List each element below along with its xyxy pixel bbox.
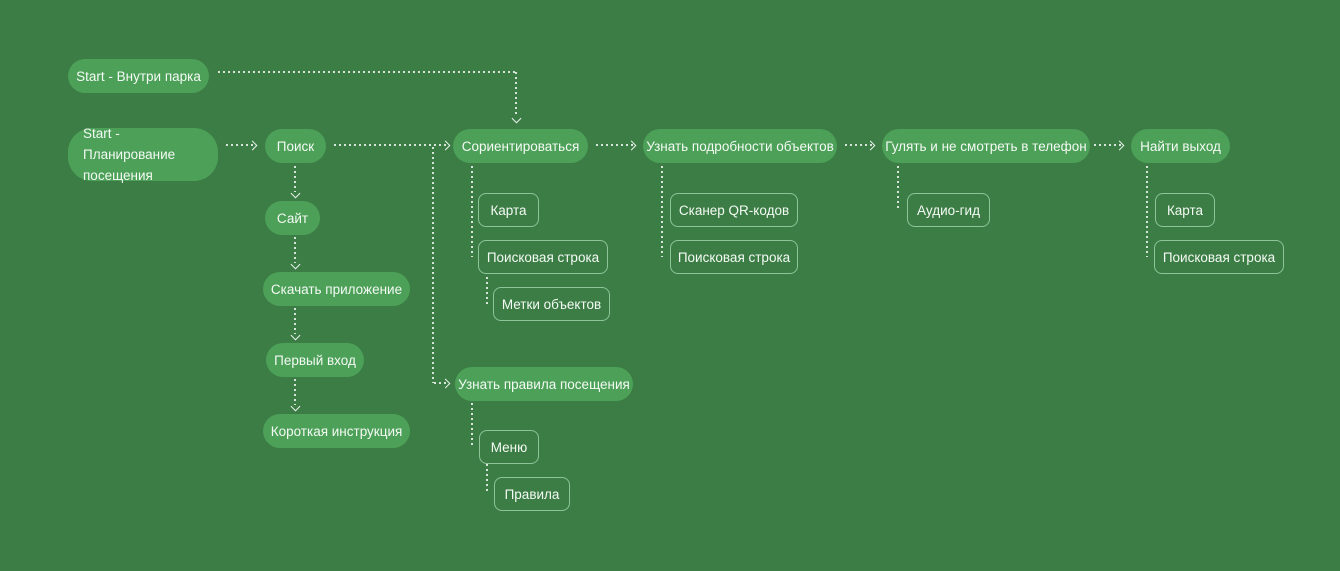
node-gulyat[interactable]: Гулять и не смотреть в телефон (882, 129, 1090, 163)
tree-line-pravila (486, 464, 488, 494)
connector-planning-poisk (226, 144, 255, 146)
box-metki-obektov[interactable]: Метки объектов (493, 287, 610, 321)
tree-line-uznat-pravila (471, 403, 473, 447)
arrowhead-right-naiti (1114, 140, 1125, 151)
tree-line-podrobnosti (661, 166, 663, 257)
node-naiti-vykhod[interactable]: Найти выход (1131, 129, 1230, 163)
arrowhead-down-korotkaya (290, 401, 301, 412)
tree-line-metki (486, 277, 488, 304)
tree-line-gulyat (897, 166, 899, 210)
arrowhead-down-sorientirovatsya (511, 113, 522, 124)
node-uznat-pravila[interactable]: Узнать правила посещения (455, 367, 633, 401)
arrowhead-down-sait (290, 188, 301, 199)
arrowhead-right-sorientirovatsya (440, 140, 451, 151)
box-poiskovaya-stroka-vykhod[interactable]: Поисковая строка (1154, 240, 1284, 274)
connector-sait-skachat (294, 237, 296, 263)
connector-poisk-sorientirovatsya (334, 144, 448, 146)
arrowhead-right-gulyat (865, 140, 876, 151)
tree-line-naiti-vykhod (1146, 166, 1148, 257)
connector-sorient-podrobnosti (596, 144, 634, 146)
node-sorientirovatsya[interactable]: Сориентироваться (453, 129, 588, 163)
arrowhead-down-pervyi (290, 330, 301, 341)
box-poiskovaya-stroka-sorient[interactable]: Поисковая строка (478, 240, 608, 274)
connector-startpark-v (515, 72, 517, 116)
connector-branch-uznat-pravila-h (434, 382, 446, 384)
arrowhead-right-podrobnosti (626, 140, 637, 151)
connector-startpark-h (218, 71, 517, 73)
node-korotkaya-instruktsiya[interactable]: Короткая инструкция (263, 414, 410, 448)
node-start-planning[interactable]: Start - Планирование посещения (68, 126, 218, 183)
node-pervyi-vkhod[interactable]: Первый вход (266, 343, 364, 377)
node-skachat-prilozhenie[interactable]: Скачать приложение (263, 272, 410, 306)
arrowhead-down-skachat (290, 259, 301, 270)
arrowhead-right-uznat-pravila (440, 378, 451, 389)
connector-gulyat-naiti (1094, 144, 1122, 146)
connector-skachat-pervyi (294, 308, 296, 334)
connector-poisk-sait (294, 166, 296, 192)
box-pravila[interactable]: Правила (494, 477, 570, 511)
arrowhead-right-poisk (247, 140, 258, 151)
box-poiskovaya-stroka-podrobnosti[interactable]: Поисковая строка (670, 240, 798, 274)
node-start-inside-park[interactable]: Start - Внутри парка (68, 59, 209, 93)
box-skaner-qr[interactable]: Сканер QR-кодов (670, 193, 798, 227)
box-karta-sorient[interactable]: Карта (478, 193, 539, 227)
box-karta-vykhod[interactable]: Карта (1155, 193, 1215, 227)
box-menu[interactable]: Меню (479, 430, 539, 464)
node-sait[interactable]: Сайт (265, 201, 320, 235)
connector-pervyi-korotkaya (294, 379, 296, 405)
tree-line-sorientirovatsya (471, 166, 473, 257)
connector-podrobnosti-gulyat (845, 144, 873, 146)
box-audio-gid[interactable]: Аудио-гид (907, 193, 990, 227)
connector-branch-uznat-pravila-v (432, 147, 434, 383)
node-uznat-podrobnosti[interactable]: Узнать подробности объектов (643, 129, 837, 163)
node-poisk[interactable]: Поиск (265, 129, 326, 163)
